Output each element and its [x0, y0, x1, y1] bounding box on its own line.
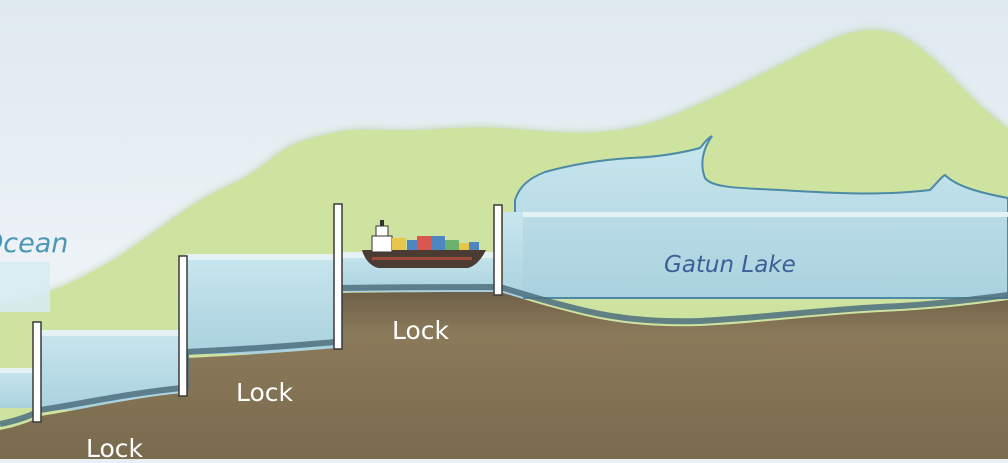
gatun-lake-label: Gatun Lake: [664, 252, 796, 278]
lock-gate-1: [32, 321, 42, 423]
ocean-label: Ocean: [0, 228, 69, 259]
container-ship-icon: [362, 220, 486, 268]
ocean-water: [0, 262, 50, 312]
lock-label-2: Lock: [236, 378, 294, 407]
lock-label-1: Lock: [86, 434, 144, 463]
gatun-lake-water: [505, 135, 1008, 299]
lock-gate-3: [333, 203, 343, 350]
lock-gate-2: [178, 255, 188, 397]
lock-gates: [32, 203, 503, 423]
lock-gate-4: [493, 204, 503, 296]
lock-label-3: Lock: [392, 316, 450, 345]
